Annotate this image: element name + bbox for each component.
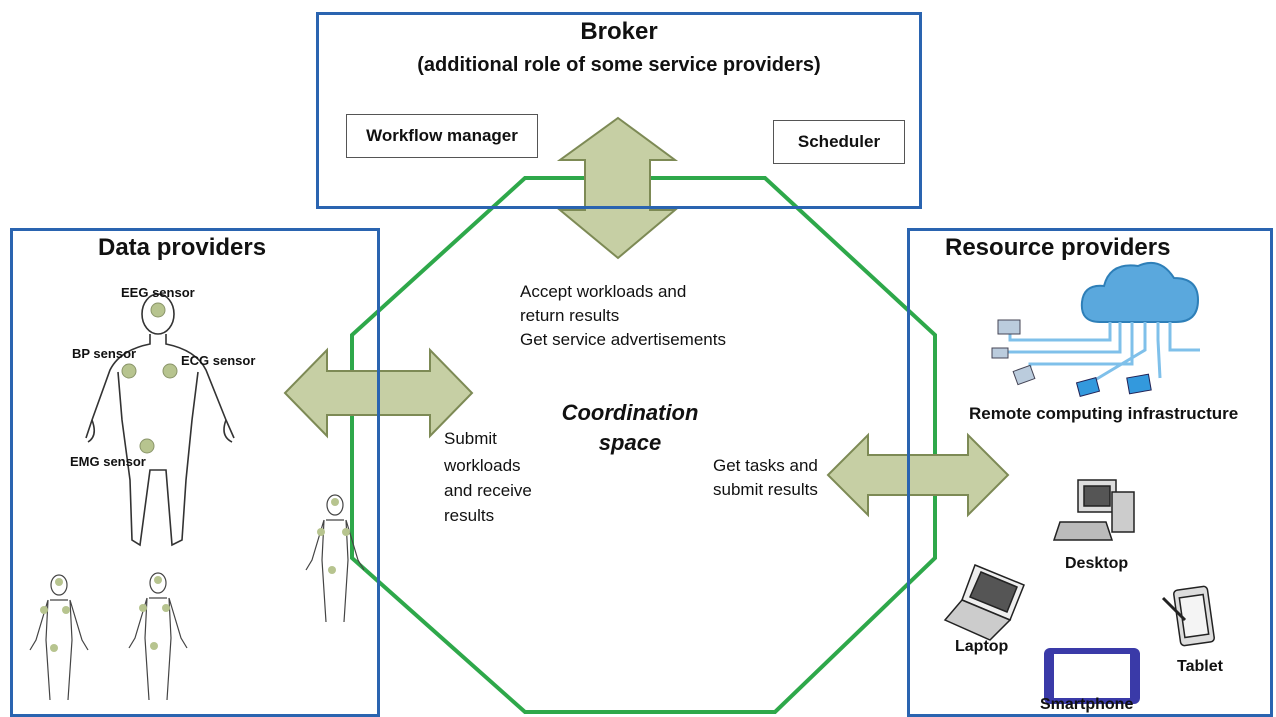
smartphone-icon xyxy=(1044,648,1140,704)
tablet-icon xyxy=(1161,585,1215,647)
human-figure-small-2 xyxy=(128,572,188,701)
bp-sensor-label: BP sensor xyxy=(72,346,137,361)
laptop-icon xyxy=(943,564,1025,641)
broker-flow-line1: Accept workloads and xyxy=(520,282,687,301)
small-sensor-dot xyxy=(328,566,336,574)
small-sensor-dot xyxy=(342,528,350,536)
resource-flow-line1: Get tasks and xyxy=(713,456,818,475)
human-figure-small-1 xyxy=(29,574,89,701)
small-sensor-dot xyxy=(317,528,325,536)
human-figure-small-3 xyxy=(305,494,365,623)
eeg-sensor-dot xyxy=(150,302,166,318)
desktop-icon xyxy=(1052,479,1135,541)
data-providers-box xyxy=(10,228,380,717)
human-figure-large xyxy=(85,293,235,547)
coordination-space-line1: Coordination xyxy=(561,400,699,425)
broker-flow-line2: return results xyxy=(520,306,620,325)
coordination-space-line2: space xyxy=(598,430,662,455)
data-flow-line2: workloads xyxy=(444,456,521,475)
broker-arrow xyxy=(556,116,679,260)
small-sensor-dot xyxy=(62,606,70,614)
eeg-sensor-label: EEG sensor xyxy=(121,285,195,300)
desktop-label: Desktop xyxy=(1065,555,1129,572)
smartphone-label: Smartphone xyxy=(1040,696,1134,713)
cloud-icon xyxy=(991,262,1200,397)
tablet-label: Tablet xyxy=(1177,658,1223,675)
data-flow-line3: and receive xyxy=(444,481,532,500)
resource-arrow xyxy=(826,432,1010,518)
emg-sensor-label: EMG sensor xyxy=(70,454,146,469)
workflow-manager-box: Workflow manager xyxy=(346,114,538,158)
bp-sensor-dot xyxy=(121,363,137,379)
broker-flow-line3: Get service advertisements xyxy=(520,330,726,349)
small-sensor-dot xyxy=(55,578,63,586)
broker-subtitle: (additional role of some service provide… xyxy=(417,54,821,76)
data-flow-line4: results xyxy=(444,506,495,525)
resource-providers-title: Resource providers xyxy=(945,234,1171,261)
ecg-sensor-label: ECG sensor xyxy=(181,353,256,368)
resource-providers-box xyxy=(907,228,1273,717)
data-providers-title: Data providers xyxy=(98,234,267,261)
resource-flow-line2: submit results xyxy=(713,480,818,499)
small-sensor-dot xyxy=(331,498,339,506)
remote-infrastructure-label: Remote computing infrastructure xyxy=(969,404,1239,423)
laptop-label: Laptop xyxy=(955,638,1009,655)
broker-title: Broker xyxy=(580,18,658,45)
data-flow-line1: Submit xyxy=(444,429,497,448)
small-sensor-dot xyxy=(150,642,158,650)
ecg-sensor-dot xyxy=(162,363,178,379)
emg-sensor-dot xyxy=(139,438,155,454)
scheduler-box: Scheduler xyxy=(773,120,905,164)
small-sensor-dot xyxy=(154,576,162,584)
small-sensor-dot xyxy=(40,606,48,614)
small-sensor-dot xyxy=(162,604,170,612)
small-sensor-dot xyxy=(139,604,147,612)
small-sensor-dot xyxy=(50,644,58,652)
broker-box xyxy=(316,12,922,209)
